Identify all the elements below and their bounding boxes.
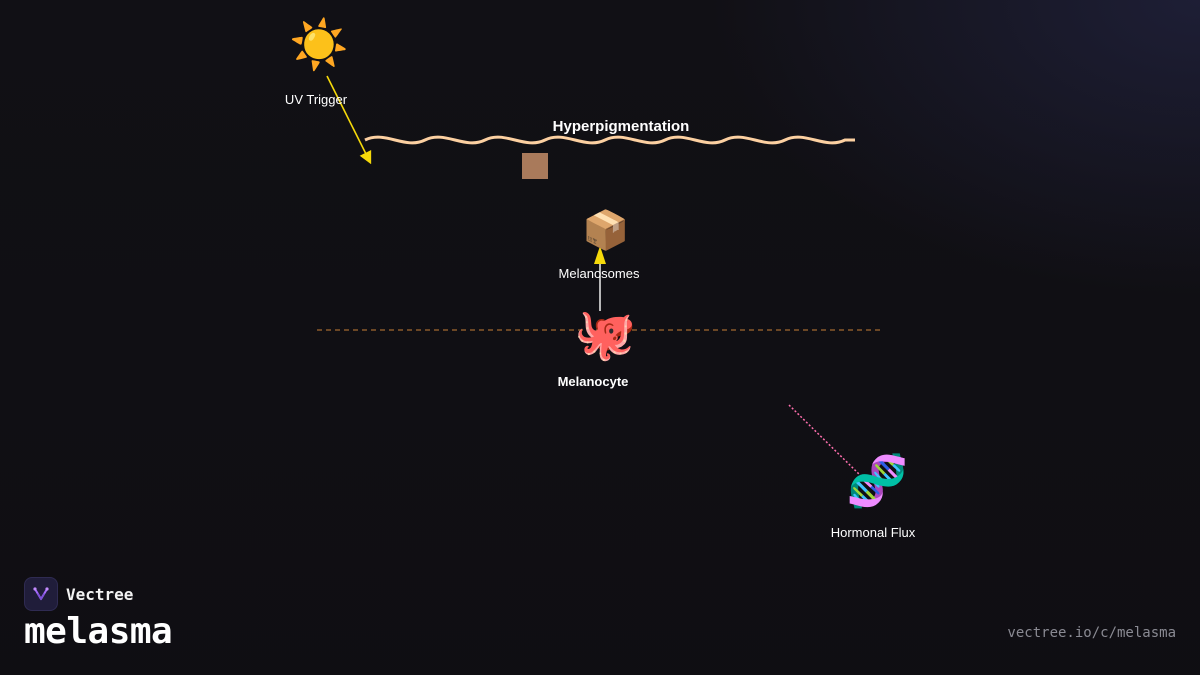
octopus-icon: 🐙	[574, 305, 637, 363]
topic-title: melasma	[24, 611, 173, 652]
uv-trigger-label: UV Trigger	[284, 92, 348, 107]
brand-name: Vectree	[66, 584, 134, 604]
brand: Vectree	[24, 577, 133, 611]
sun-icon: ☀️	[289, 17, 349, 73]
hormonal-flux-label: Hormonal Flux	[830, 525, 916, 540]
melanosomes-label: Melanosomes	[558, 266, 640, 281]
hormonal-link	[788, 404, 864, 479]
melanocyte-label: Melanocyte	[557, 374, 629, 389]
package-icon: 📦	[582, 208, 630, 252]
melanosomes-arrowhead	[594, 246, 606, 264]
dna-icon: 🧬	[846, 452, 909, 510]
hyperpigmentation-wave	[364, 135, 855, 145]
source-url[interactable]: vectree.io/c/melasma	[1007, 625, 1176, 641]
skin-swatch	[522, 153, 548, 179]
vectree-logo-icon	[24, 577, 58, 611]
hyperpigmentation-label: Hyperpigmentation	[552, 118, 690, 135]
uv-arrow	[326, 75, 372, 165]
